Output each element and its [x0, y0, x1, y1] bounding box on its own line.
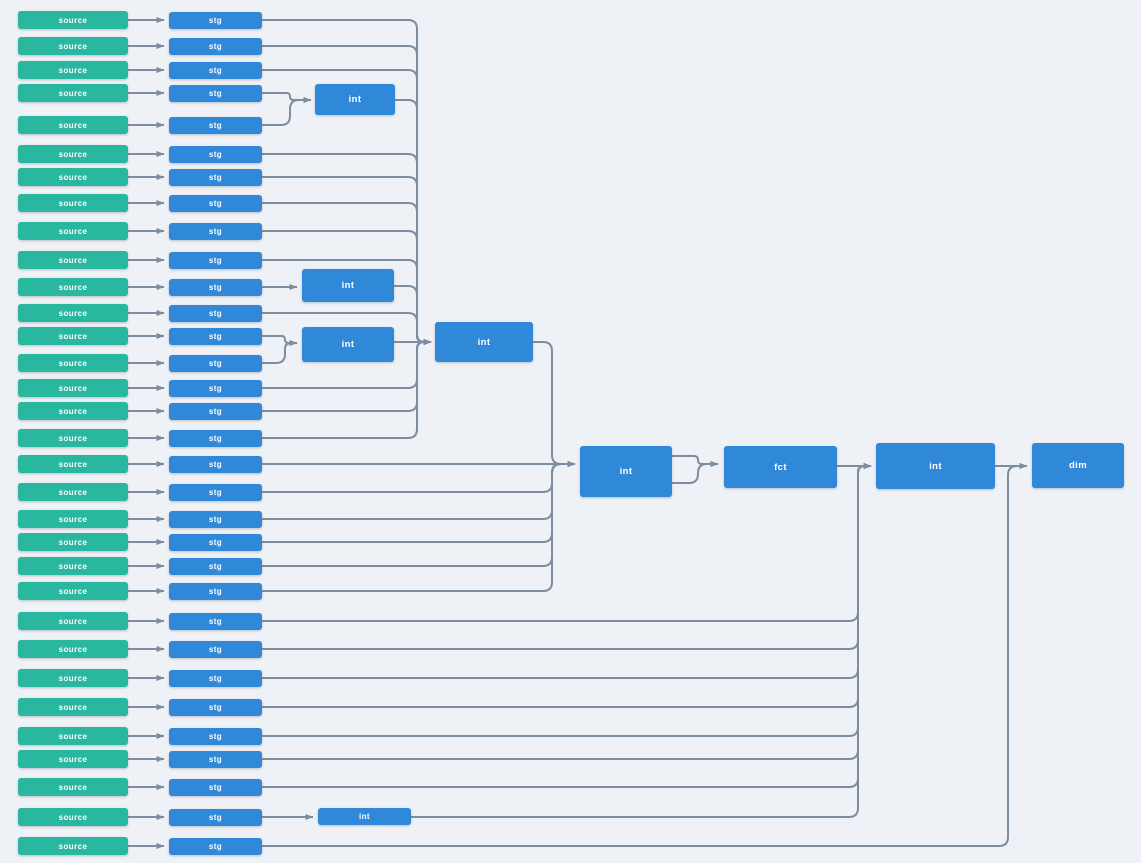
- node-stg-row16[interactable]: stg: [169, 402, 262, 420]
- node-stg-row28[interactable]: stg: [169, 727, 262, 745]
- edge-20: [262, 339, 432, 439]
- node-source-row21[interactable]: source: [18, 533, 128, 551]
- node-stg-row20[interactable]: stg: [169, 510, 262, 528]
- node-source-row5[interactable]: source: [18, 116, 128, 134]
- node-source-row32[interactable]: source: [18, 837, 128, 855]
- node-stg-row30[interactable]: stg: [169, 778, 262, 796]
- node-stg-row14[interactable]: stg: [169, 354, 262, 372]
- edge-28: [672, 455, 719, 467]
- node-stg-row32[interactable]: stg: [169, 837, 262, 855]
- node-stg-row22[interactable]: stg: [169, 557, 262, 575]
- node-stg-row10[interactable]: stg: [169, 251, 262, 269]
- node-source-row6[interactable]: source: [18, 145, 128, 163]
- node-source-row28[interactable]: source: [18, 727, 128, 745]
- node-source-row15[interactable]: source: [18, 379, 128, 397]
- node-source-row2[interactable]: source: [18, 37, 128, 55]
- node-stg-row12[interactable]: stg: [169, 304, 262, 322]
- node-stg-row18[interactable]: stg: [169, 455, 262, 473]
- edge-26: [262, 461, 576, 567]
- node-source-row30[interactable]: source: [18, 778, 128, 796]
- node-stg-row25[interactable]: stg: [169, 640, 262, 658]
- node-source-row25[interactable]: source: [18, 640, 128, 658]
- node-source-row22[interactable]: source: [18, 557, 128, 575]
- node-int-4[interactable]: int: [435, 322, 533, 362]
- edge-6: [395, 99, 432, 345]
- edge-41: [262, 463, 1028, 847]
- node-stg-row19[interactable]: stg: [169, 483, 262, 501]
- edge-21: [533, 341, 576, 467]
- node-int-3[interactable]: int: [302, 327, 394, 362]
- edge-34: [262, 463, 872, 708]
- node-source-row20[interactable]: source: [18, 510, 128, 528]
- node-stg-row6[interactable]: stg: [169, 145, 262, 163]
- node-source-row1[interactable]: source: [18, 11, 128, 29]
- node-stg-row29[interactable]: stg: [169, 750, 262, 768]
- node-source-row9[interactable]: source: [18, 222, 128, 240]
- node-int-1[interactable]: int: [315, 84, 395, 115]
- node-source-row3[interactable]: source: [18, 61, 128, 79]
- node-stg-row21[interactable]: stg: [169, 533, 262, 551]
- edge-15: [262, 335, 298, 346]
- node-stg-row7[interactable]: stg: [169, 168, 262, 186]
- node-fct[interactable]: fct: [724, 446, 837, 488]
- node-source-row29[interactable]: source: [18, 750, 128, 768]
- node-source-row24[interactable]: source: [18, 612, 128, 630]
- edge-16: [262, 340, 298, 364]
- node-stg-row13[interactable]: stg: [169, 327, 262, 345]
- node-source-row14[interactable]: source: [18, 354, 128, 372]
- node-int-2[interactable]: int: [302, 269, 394, 302]
- node-int-7[interactable]: int: [318, 808, 411, 825]
- node-stg-row4[interactable]: stg: [169, 84, 262, 102]
- node-source-row12[interactable]: source: [18, 304, 128, 322]
- node-stg-row27[interactable]: stg: [169, 698, 262, 716]
- edge-5: [262, 97, 312, 126]
- node-stg-row5[interactable]: stg: [169, 116, 262, 134]
- node-source-row4[interactable]: source: [18, 84, 128, 102]
- edge-29: [672, 461, 719, 484]
- edge-4: [262, 92, 312, 103]
- node-source-row18[interactable]: source: [18, 455, 128, 473]
- edge-36: [262, 463, 872, 760]
- node-int-5[interactable]: int: [580, 446, 672, 497]
- edge-35: [262, 463, 872, 737]
- node-stg-row17[interactable]: stg: [169, 429, 262, 447]
- node-stg-row9[interactable]: stg: [169, 222, 262, 240]
- node-source-row13[interactable]: source: [18, 327, 128, 345]
- node-source-row23[interactable]: source: [18, 582, 128, 600]
- node-stg-row3[interactable]: stg: [169, 61, 262, 79]
- node-source-row31[interactable]: source: [18, 808, 128, 826]
- node-stg-row1[interactable]: stg: [169, 11, 262, 29]
- edge-33: [262, 463, 872, 679]
- node-stg-row11[interactable]: stg: [169, 278, 262, 296]
- node-int-6[interactable]: int: [876, 443, 995, 489]
- node-source-row27[interactable]: source: [18, 698, 128, 716]
- node-source-row11[interactable]: source: [18, 278, 128, 296]
- node-stg-row8[interactable]: stg: [169, 194, 262, 212]
- edge-31: [262, 463, 872, 622]
- node-source-row10[interactable]: source: [18, 251, 128, 269]
- edge-25: [262, 461, 576, 543]
- node-source-row17[interactable]: source: [18, 429, 128, 447]
- node-stg-row2[interactable]: stg: [169, 37, 262, 55]
- node-stg-row26[interactable]: stg: [169, 669, 262, 687]
- edge-23: [262, 461, 576, 493]
- node-stg-row31[interactable]: stg: [169, 808, 262, 826]
- node-source-row19[interactable]: source: [18, 483, 128, 501]
- edge-27: [262, 461, 576, 592]
- node-dim[interactable]: dim: [1032, 443, 1124, 488]
- node-source-row16[interactable]: source: [18, 402, 128, 420]
- node-source-row7[interactable]: source: [18, 168, 128, 186]
- node-stg-row15[interactable]: stg: [169, 379, 262, 397]
- node-stg-row24[interactable]: stg: [169, 612, 262, 630]
- node-source-row8[interactable]: source: [18, 194, 128, 212]
- edge-37: [262, 463, 872, 788]
- edge-39: [411, 463, 872, 818]
- node-source-row26[interactable]: source: [18, 669, 128, 687]
- node-stg-row23[interactable]: stg: [169, 582, 262, 600]
